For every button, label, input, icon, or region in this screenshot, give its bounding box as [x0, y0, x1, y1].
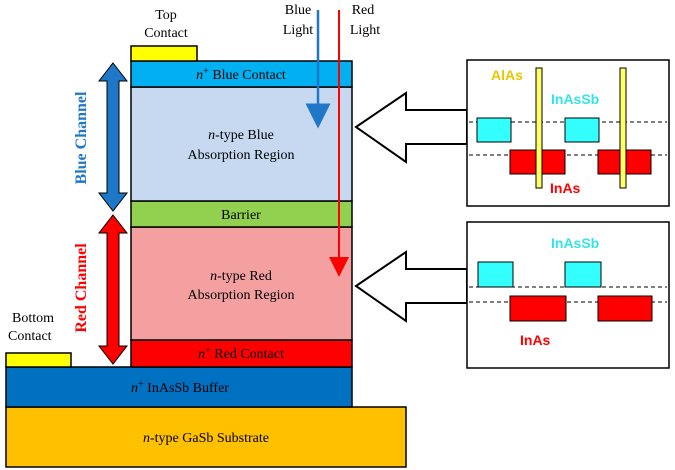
blue-inassb-well-2	[564, 117, 600, 143]
blue-channel-label: Blue Channel	[73, 91, 90, 184]
red-light-label-1: Red	[352, 3, 375, 18]
red-inas-well-2	[597, 295, 653, 322]
blue-inassb-well-1	[476, 117, 512, 143]
red-inset-pointer-arrow	[354, 250, 468, 323]
blue-inassb-label: InAsSb	[551, 91, 599, 107]
red-inas-label: InAs	[520, 332, 551, 348]
barrier-layer	[130, 200, 353, 228]
barrier-label: Barrier	[221, 208, 261, 223]
buffer-layer	[5, 366, 353, 408]
top-contact-label-1: Top	[155, 8, 177, 23]
blue-inas-label: InAs	[550, 180, 581, 196]
red-absorption-line2: Absorption Region	[188, 288, 295, 303]
bottom-contact-label-2: Contact	[8, 329, 52, 344]
red-absorption-line1: n-type Red	[210, 269, 272, 284]
top-contact-label-2: Contact	[144, 26, 188, 41]
substrate-label: n-type GaSb Substrate	[143, 431, 269, 446]
blue-alas-barrier-2	[619, 67, 627, 189]
blue-alas-barrier-1	[535, 67, 543, 189]
blue-absorption-line2: Absorption Region	[188, 148, 295, 163]
substrate-layer	[5, 406, 407, 468]
blue-contact-layer	[130, 60, 353, 88]
red-channel-label: Red Channel	[73, 243, 90, 333]
red-absorption-layer	[130, 226, 353, 341]
red-channel-arrow	[97, 214, 129, 365]
buffer-label: n+ InAsSb Buffer	[131, 379, 229, 397]
top-contact-pad	[130, 45, 198, 62]
alas-label: AlAs	[491, 67, 523, 83]
bottom-contact-pad	[5, 352, 72, 368]
blue-contact-label: n+ Blue Contact	[196, 66, 286, 84]
red-light-label-2: Light	[350, 23, 380, 38]
red-inassb-well-1	[477, 261, 514, 288]
red-inassb-label: InAsSb	[551, 235, 599, 251]
red-contact-label: n+ Red Contact	[198, 345, 284, 363]
blue-channel-arrow	[97, 62, 129, 212]
blue-inset-pointer-arrow	[354, 91, 468, 164]
red-inas-well-1	[509, 295, 567, 322]
blue-light-label-2: Light	[283, 23, 313, 38]
red-inassb-well-2	[564, 261, 602, 288]
bottom-contact-label-1: Bottom	[12, 311, 54, 326]
red-band-inset	[466, 221, 670, 369]
blue-light-label-1: Blue	[285, 3, 311, 18]
blue-absorption-line1: n-type Blue	[208, 128, 274, 143]
